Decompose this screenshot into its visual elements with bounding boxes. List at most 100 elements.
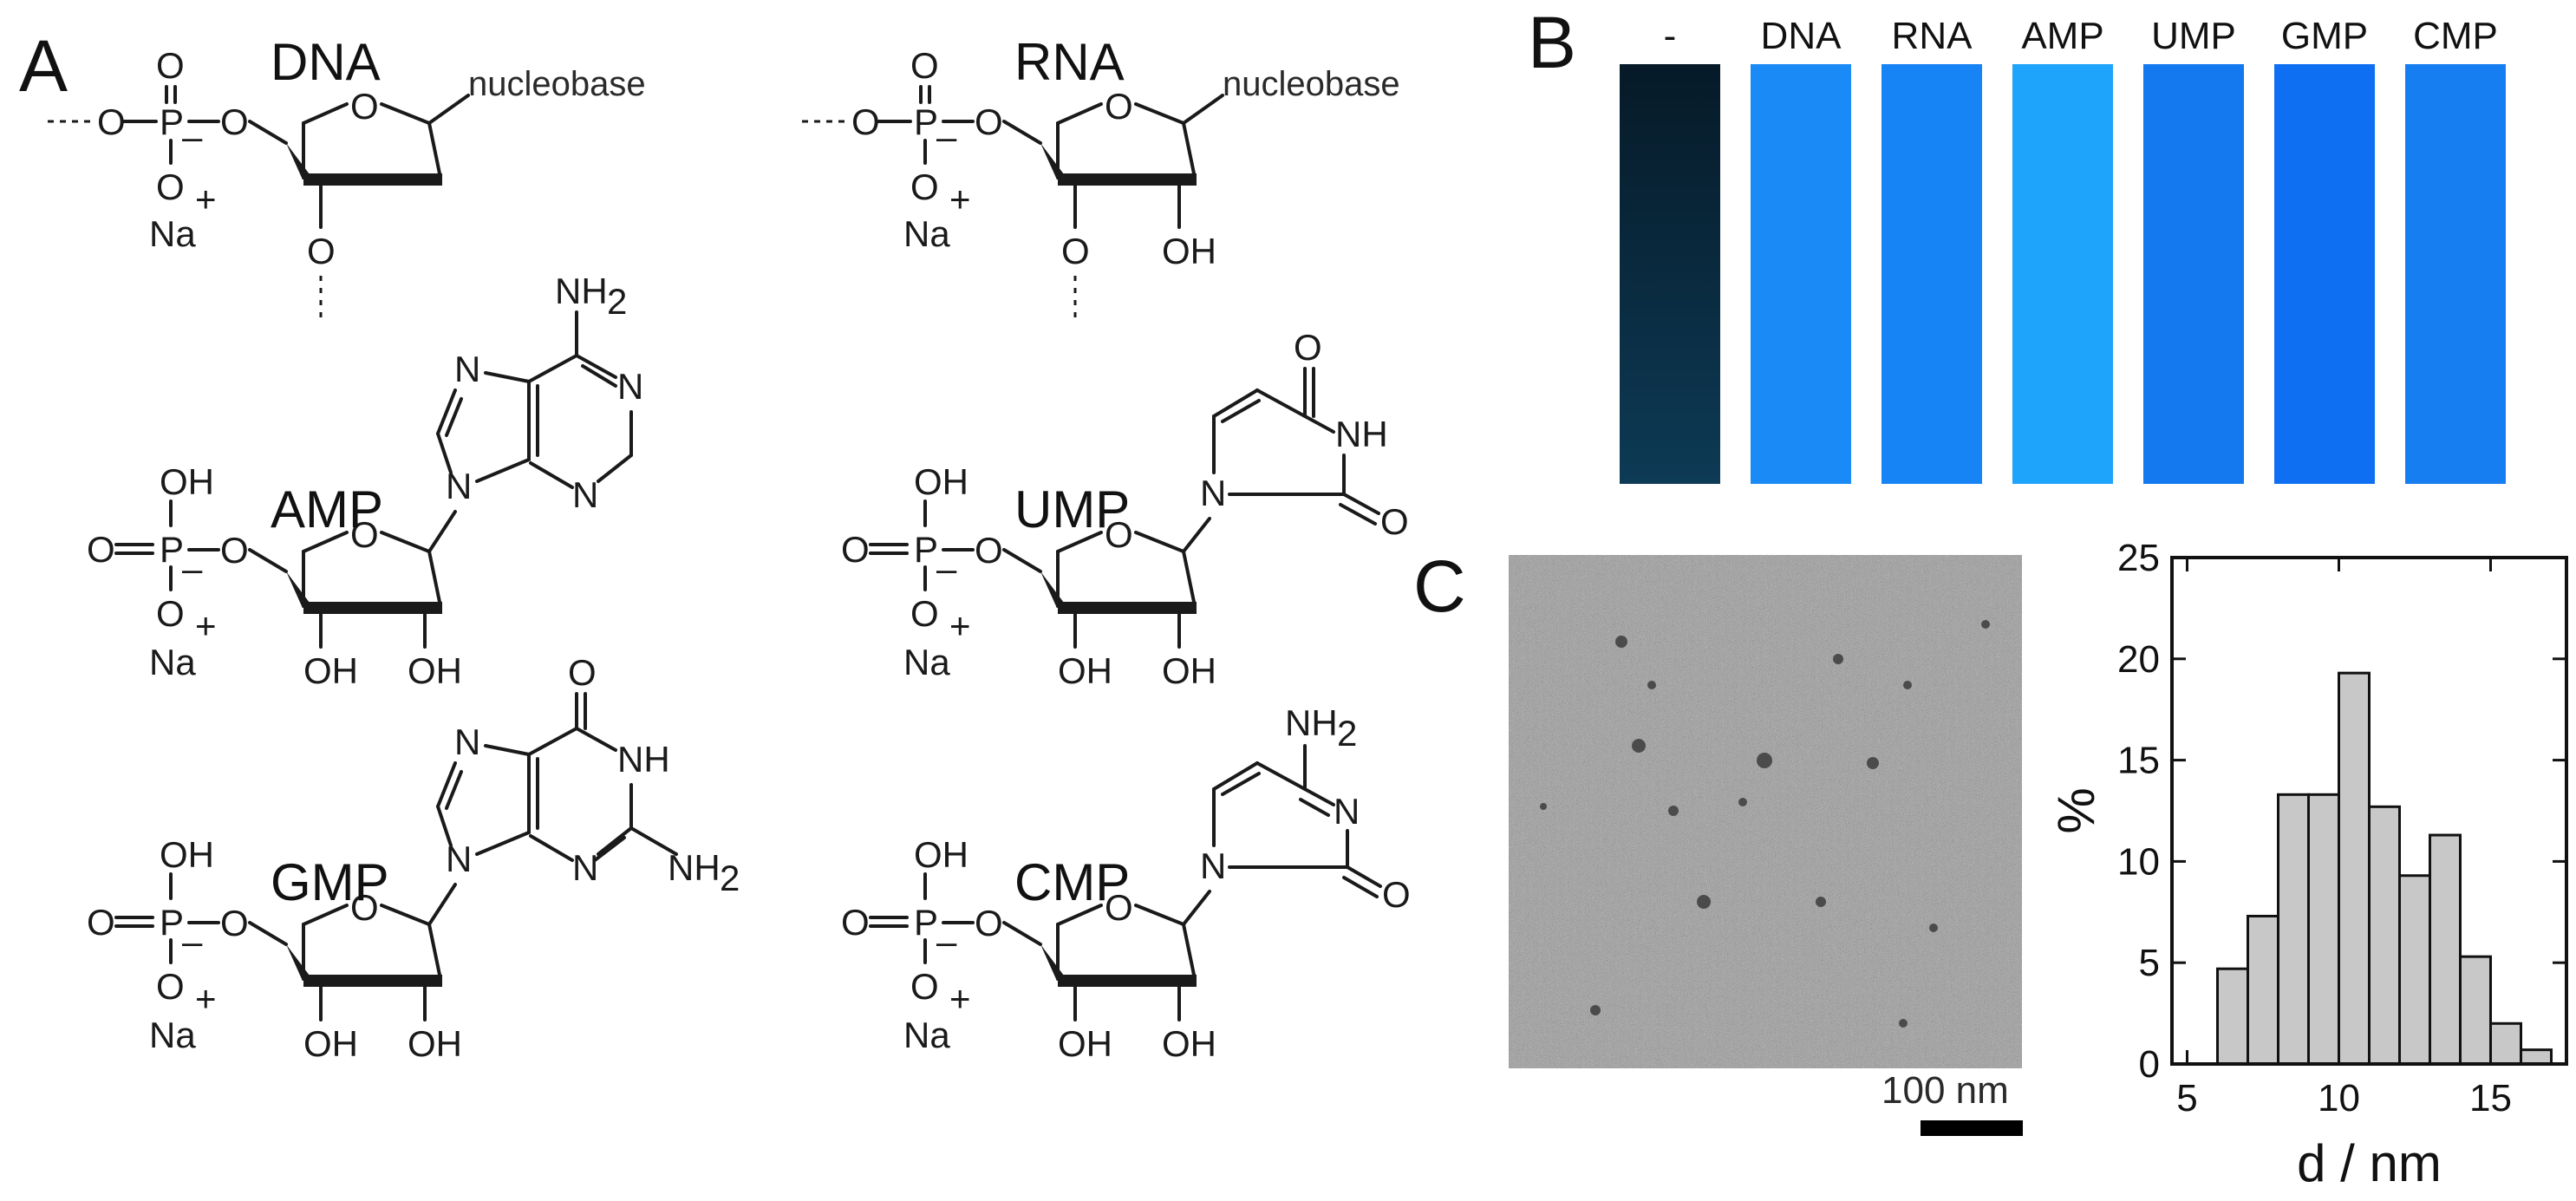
y-tick-label: 25 (2117, 537, 2160, 579)
svg-text:O: O (87, 902, 115, 943)
ump-structure: OH O P – O + Na O O OH OH N O NH (841, 327, 1409, 691)
svg-text:O: O (1382, 874, 1411, 915)
ump-label: UMP (1014, 480, 1130, 538)
svg-text:O: O (1380, 501, 1409, 542)
svg-text:N: N (572, 474, 598, 515)
histogram-bar (2216, 967, 2249, 1066)
tem-nanoparticles (1540, 620, 1990, 1028)
svg-text:2: 2 (720, 858, 740, 898)
rna-nucleobase-label: nucleobase (1223, 65, 1400, 103)
svg-text:O: O (975, 903, 1003, 943)
dna-structure: O P O O + – Na O O nucleobase O DNA (48, 33, 646, 323)
svg-text:N: N (454, 349, 480, 389)
svg-text:N: N (1200, 845, 1226, 886)
svg-text:+: + (949, 605, 971, 646)
rna-structure: O P O O + – Na O O nucleobase O OH RNA (802, 33, 1400, 323)
svg-text:O: O (156, 45, 185, 86)
svg-text:O: O (156, 966, 185, 1007)
svg-text:O: O (220, 903, 249, 943)
svg-text:OH: OH (914, 461, 968, 502)
svg-text:–: – (182, 548, 203, 589)
plot-frame (2170, 556, 2568, 1066)
dna-label: DNA (271, 33, 381, 91)
svg-text:N: N (572, 847, 598, 888)
y-axis-label: % (2047, 787, 2105, 833)
x-tick-label: 10 (2318, 1077, 2360, 1119)
vial (2012, 64, 2113, 484)
svg-text:O: O (568, 652, 597, 693)
svg-text:NH: NH (1335, 414, 1388, 454)
svg-text:OH: OH (303, 1023, 358, 1064)
rna-label: RNA (1014, 33, 1125, 91)
y-tick-label: 10 (2117, 840, 2160, 883)
cmp-structure: OH O P – O + Na O O OH OH N NH 2 (841, 702, 1411, 1064)
svg-text:O: O (220, 530, 249, 571)
svg-text:O: O (1105, 86, 1133, 127)
scale-bar-label: 100 nm (1881, 1069, 2009, 1112)
svg-text:O: O (350, 86, 379, 127)
amp-label: AMP (271, 480, 383, 538)
svg-text:O: O (841, 529, 870, 570)
svg-text:–: – (936, 548, 957, 589)
histogram-bar (2338, 671, 2371, 1066)
svg-text:O: O (220, 101, 249, 142)
vial-label: GMP (2281, 15, 2368, 57)
y-tick-label: 5 (2139, 942, 2160, 984)
svg-text:O: O (910, 166, 939, 207)
vial-label: DNA (1761, 15, 1842, 57)
svg-text:O: O (156, 593, 185, 634)
panel-label-c: C (1413, 545, 1466, 627)
x-tick-label: 5 (2176, 1077, 2197, 1119)
svg-text:P: P (160, 529, 184, 570)
svg-text:OH: OH (1058, 1023, 1112, 1064)
svg-text:O: O (87, 529, 115, 570)
svg-text:P: P (914, 529, 938, 570)
histogram-bar (2368, 805, 2401, 1066)
scale-bar (1921, 1120, 2023, 1136)
svg-text:O: O (910, 593, 939, 634)
vial-label: CMP (2413, 15, 2498, 57)
histogram-bar (2398, 874, 2431, 1066)
svg-text:OH: OH (160, 834, 214, 875)
svg-text:–: – (936, 921, 957, 962)
svg-text:O: O (841, 902, 870, 943)
vial-label: UMP (2151, 15, 2236, 57)
svg-text:Na: Na (903, 213, 950, 254)
histogram-bar (2489, 1022, 2522, 1066)
svg-text:O: O (851, 101, 880, 142)
svg-text:+: + (195, 978, 217, 1019)
panel-label-b: B (1528, 2, 1576, 83)
svg-text:OH: OH (408, 650, 462, 691)
cmp-label: CMP (1014, 853, 1130, 911)
svg-text:OH: OH (1162, 1023, 1216, 1064)
svg-text:OH: OH (914, 834, 968, 875)
x-axis-label: d / nm (2297, 1134, 2442, 1192)
y-tick-label: 0 (2139, 1043, 2160, 1086)
svg-text:O: O (975, 530, 1003, 571)
svg-text:O: O (910, 966, 939, 1007)
svg-text:P: P (914, 902, 938, 943)
svg-text:Na: Na (149, 1015, 196, 1055)
svg-text:2: 2 (607, 281, 627, 322)
svg-text:P: P (914, 101, 938, 142)
amp-structure: OH O P – O + Na O O OH OH N N (87, 271, 643, 691)
svg-text:O: O (910, 45, 939, 86)
svg-text:O: O (975, 101, 1003, 142)
svg-text:2: 2 (1337, 713, 1357, 754)
svg-text:O: O (1294, 327, 1322, 368)
vial (1881, 64, 1982, 484)
svg-text:Na: Na (903, 1015, 950, 1055)
svg-text:O: O (350, 514, 379, 555)
svg-text:NH: NH (668, 847, 721, 888)
svg-text:OH: OH (303, 650, 358, 691)
svg-text:OH: OH (1162, 231, 1216, 271)
panel-label-a: A (19, 25, 68, 107)
svg-text:O: O (307, 231, 336, 271)
svg-text:+: + (195, 605, 217, 646)
vial (2143, 64, 2244, 484)
dna-nucleobase-label: nucleobase (468, 65, 646, 103)
svg-text:O: O (1105, 514, 1133, 555)
